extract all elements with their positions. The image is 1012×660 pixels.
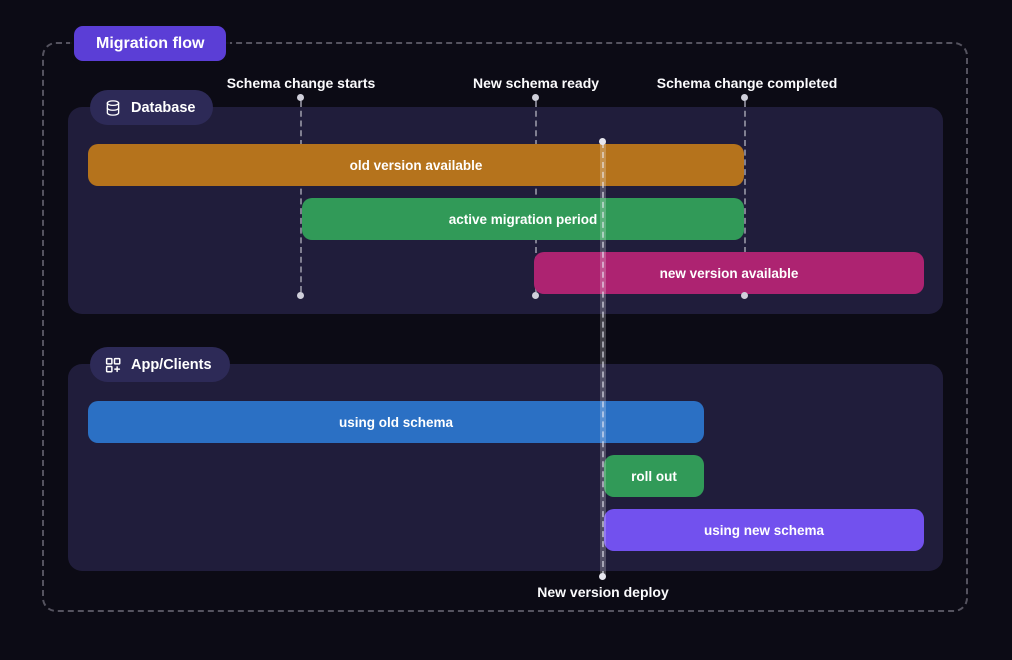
milestone-line-schema-change-completed: [744, 101, 746, 292]
milestone-line-new-schema-ready: [535, 101, 537, 292]
deploy-marker-label: New version deploy: [537, 584, 669, 600]
milestone-label-schema-change-starts: Schema change starts: [226, 75, 376, 91]
diagram-title-badge: Migration flow: [74, 26, 227, 61]
milestone-label-schema-change-completed: Schema change completed: [656, 75, 838, 91]
milestone-dot-bottom-3: [741, 292, 748, 299]
lane-pill-label: Database: [131, 99, 196, 116]
milestone-dot-bottom-1: [297, 292, 304, 299]
milestone-line-schema-change-starts: [300, 101, 302, 292]
grid-plus-icon: [104, 356, 122, 374]
lane-pill-app-clients: App/Clients: [90, 347, 230, 382]
deploy-dot-top: [599, 138, 606, 145]
lane-pill-database: Database: [90, 90, 214, 125]
database-icon: [104, 99, 122, 117]
diagram-dashed-frame: [42, 42, 968, 612]
milestone-dot-top-2: [532, 94, 539, 101]
milestone-dot-top-1: [297, 94, 304, 101]
deploy-dot-bottom: [599, 573, 606, 580]
bar-using-new-schema: using new schema: [604, 509, 924, 551]
bar-roll-out: roll out: [604, 455, 704, 497]
lane-pill-label: App/Clients: [131, 356, 212, 373]
bar-active-migration-period: active migration period: [302, 198, 744, 240]
milestone-label-new-schema-ready: New schema ready: [472, 75, 600, 91]
bar-old-version-available: old version available: [88, 144, 744, 186]
bar-using-old-schema: using old schema: [88, 401, 704, 443]
bar-new-version-available: new version available: [534, 252, 924, 294]
deploy-marker-line: [600, 142, 606, 577]
milestone-dot-bottom-2: [532, 292, 539, 299]
milestone-dot-top-3: [741, 94, 748, 101]
